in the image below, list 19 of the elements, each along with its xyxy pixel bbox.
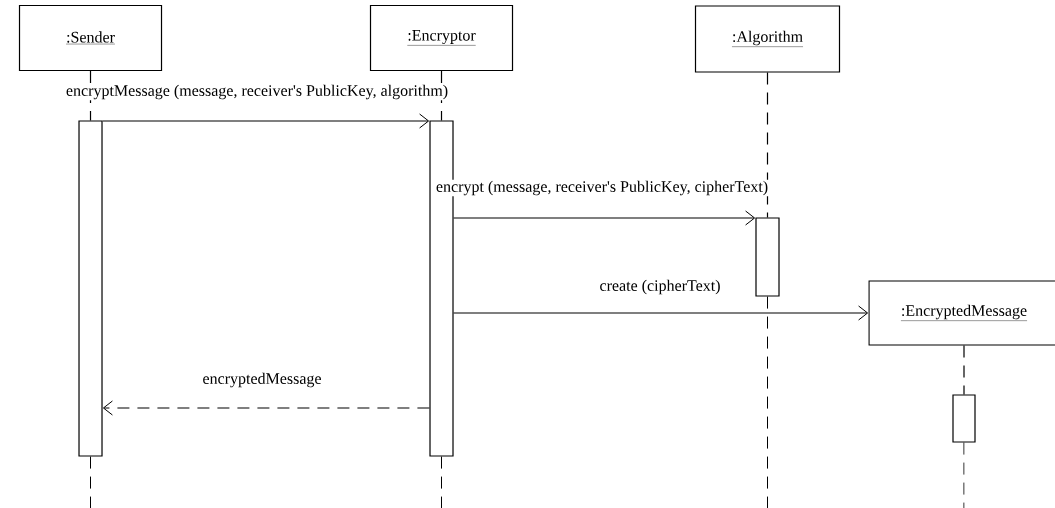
message-arrow <box>102 113 430 129</box>
object-box: :Algorithm <box>694 5 841 73</box>
message-arrow <box>102 400 430 416</box>
edge-label: create (cipherText) <box>598 278 722 296</box>
object-box: :Encryptor <box>369 4 514 72</box>
lifeline <box>440 70 443 121</box>
edge-label: encryptedMessage <box>201 371 323 389</box>
activation-bar <box>755 217 780 297</box>
lifeline <box>963 345 965 395</box>
object-box: :EncryptedMessage <box>868 280 1055 346</box>
edge-label: encrypt (message, receiver's PublicKey, cipherText) <box>434 179 770 197</box>
activation-bar <box>952 394 976 443</box>
edge-label: encryptMessage (message, receiver's PublicKey, algorithm) <box>64 83 450 101</box>
message-arrow <box>453 305 869 321</box>
lifeline <box>89 70 92 121</box>
object-box: :Sender <box>18 4 163 72</box>
lifeline <box>766 72 769 218</box>
activation-bar <box>78 120 103 457</box>
message-arrow <box>453 210 756 226</box>
